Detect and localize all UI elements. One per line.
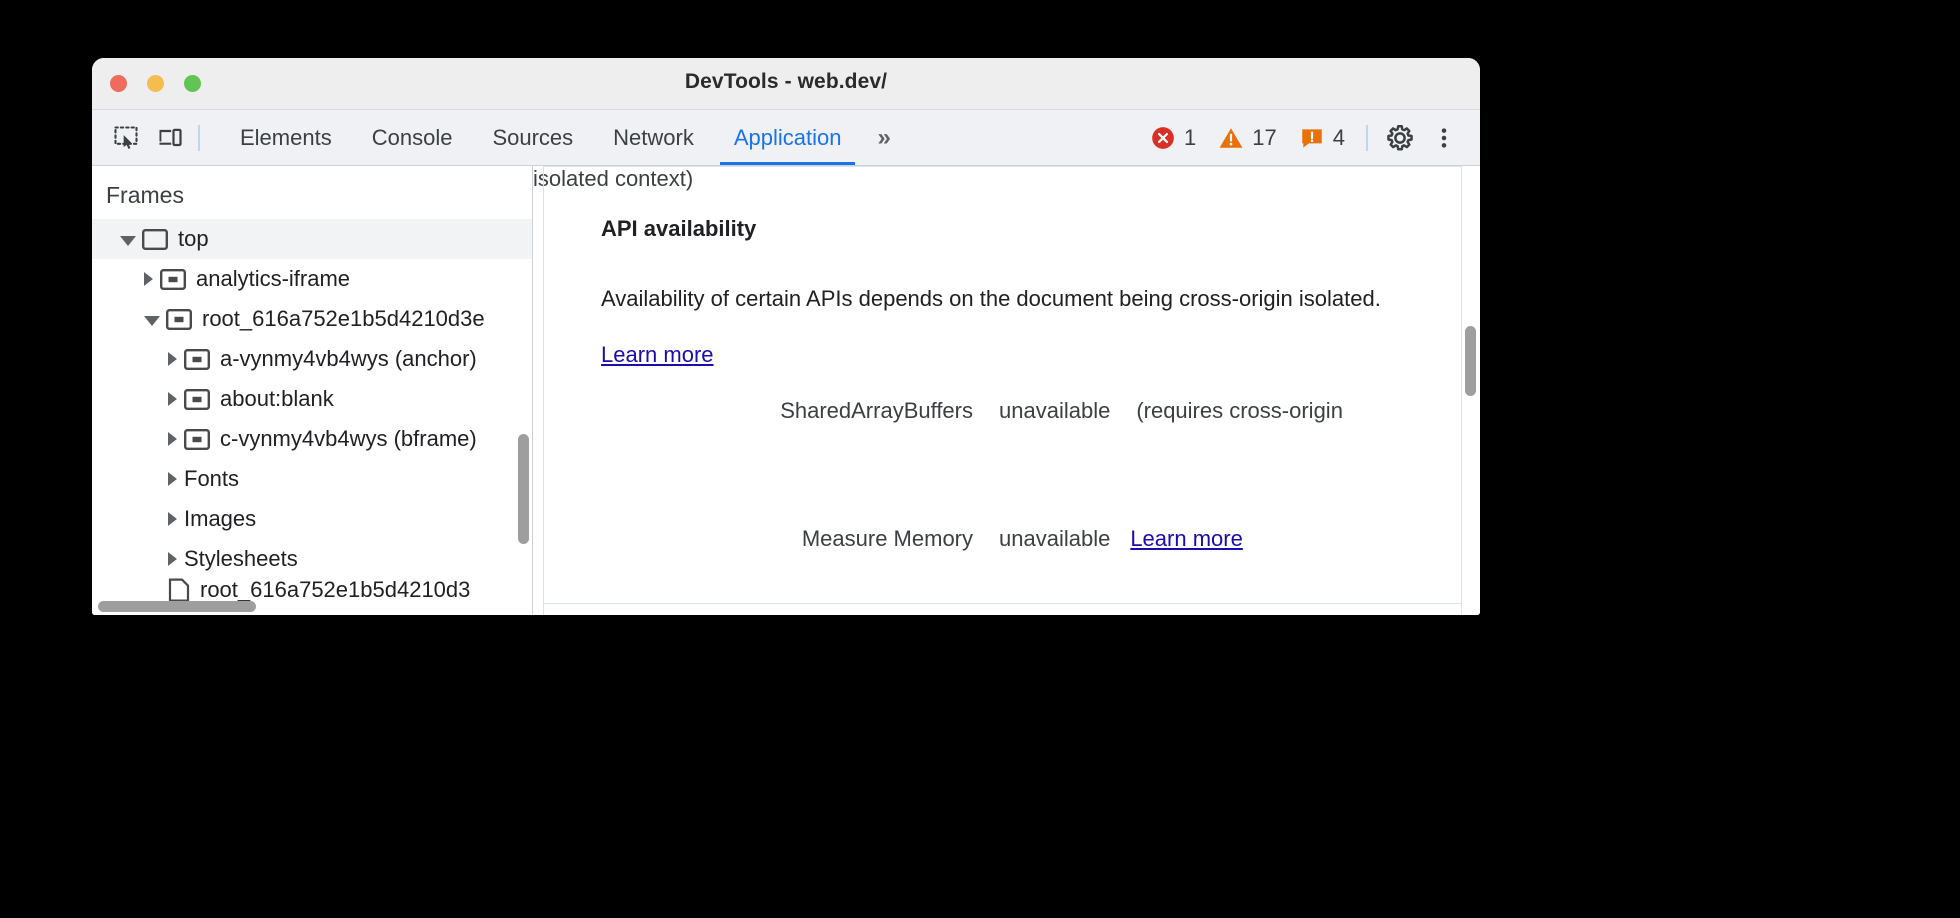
issues-count: 4 [1332,124,1345,150]
api-availability-title: API availability [601,216,757,241]
devtools-body: Frames top analytics-iframe [92,166,1480,615]
error-count: 1 [1184,124,1197,150]
row-measure-memory: Measure Memory unavailable Learn more [533,526,1480,552]
more-tabs-chevron-icon[interactable]: » [877,123,891,151]
sidebar-vertical-scrollbar[interactable] [518,434,529,544]
warning-icon [1219,127,1243,148]
tree-item-clipped[interactable]: root_616a752e1b5d4210d3 [92,577,532,603]
warning-count-button[interactable]: 17 [1207,125,1287,151]
chevron-right-icon[interactable] [144,272,153,286]
frame-icon [160,268,186,290]
tab-application[interactable]: Application [714,110,862,165]
tab-console[interactable]: Console [371,124,453,150]
frame-icon [184,388,210,410]
toolbar-status-group: 1 17 4 [1139,110,1466,165]
frames-tree: top analytics-iframe root_616a752e1b5d42… [92,219,532,579]
tree-item-label: Images [184,506,257,531]
tree-item-root-frame[interactable]: root_616a752e1b5d4210d3e [92,299,532,339]
tree-item-label: top [178,226,209,251]
tree-item-fonts[interactable]: Fonts [92,459,532,499]
toolbar-divider [198,124,200,151]
tree-item-label: about:blank [220,386,334,411]
description-text: Availability of certain APIs depends on … [601,286,1381,311]
row-value: unavailable [999,526,1111,551]
tab-elements[interactable]: Elements [240,124,332,150]
issue-icon [1302,128,1322,148]
row-value: unavailable [999,398,1111,423]
inspect-element-icon[interactable] [104,116,148,160]
device-toolbar-icon[interactable] [148,116,192,160]
gear-icon[interactable] [1378,116,1422,160]
sidebar-horizontal-scrollbar[interactable] [98,601,256,612]
error-icon [1152,126,1174,149]
frame-icon [184,348,210,370]
tree-item-stylesheets[interactable]: Stylesheets [92,539,532,579]
row-shared-array-buffers: SharedArrayBuffers unavailable (requires… [533,398,1480,424]
application-sidebar: Frames top analytics-iframe [92,166,533,615]
tree-item-images[interactable]: Images [92,499,532,539]
api-availability-description: Availability of certain APIs depends on … [601,271,1391,383]
chevron-down-icon[interactable] [120,235,136,246]
section-divider-bottom [543,603,1462,604]
section-divider-top [543,166,1462,167]
tab-sources[interactable]: Sources [492,124,574,150]
chevron-right-icon[interactable] [168,512,177,526]
frame-icon [166,308,192,330]
chevron-right-icon[interactable] [168,552,177,566]
zoom-window-button[interactable] [184,75,201,92]
devtools-window: DevTools - web.dev/ Elements Console Sou… [92,58,1480,615]
window-titlebar: DevTools - web.dev/ [92,58,1480,110]
tree-item-label: root_616a752e1b5d4210d3e [202,306,485,331]
measure-memory-learn-more-link[interactable]: Learn more [1130,526,1243,551]
tree-item-label: analytics-iframe [196,266,351,291]
frames-section-header: Frames [106,182,184,208]
details-card [543,166,1462,615]
row-note: (requires cross-origin [1136,398,1343,423]
row-key: SharedArrayBuffers [780,398,973,423]
minimize-window-button[interactable] [147,75,164,92]
tree-item-label: a-vynmy4vb4wys (anchor) [220,346,477,371]
tree-item-analytics-iframe[interactable]: analytics-iframe [92,259,532,299]
chevron-right-icon[interactable] [168,432,177,446]
main-vertical-scrollbar[interactable] [1465,326,1476,396]
close-window-button[interactable] [110,75,127,92]
learn-more-link[interactable]: Learn more [601,342,714,367]
tab-network[interactable]: Network [613,124,694,150]
warning-count: 17 [1252,124,1277,150]
window-title: DevTools - web.dev/ [684,70,888,93]
document-icon [168,578,190,602]
panel-tabs: Elements Console Sources Network Applica… [220,110,907,165]
frame-details-pane: API availability Availability of certain… [533,166,1480,615]
error-count-button[interactable]: 1 [1139,125,1207,151]
frame-top-icon [142,228,168,250]
chevron-right-icon[interactable] [168,392,177,406]
tree-item-a-anchor[interactable]: a-vynmy4vb4wys (anchor) [92,339,532,379]
tree-item-label: root_616a752e1b5d4210d3 [200,577,471,602]
row-shared-array-buffers-note-cont: isolated context) [533,166,694,191]
chevron-right-icon[interactable] [168,352,177,366]
status-divider [1366,124,1368,151]
tree-item-top[interactable]: top [92,219,532,259]
chevron-down-icon[interactable] [144,315,160,326]
chevron-right-icon[interactable] [168,472,177,486]
issues-count-button[interactable]: 4 [1288,125,1356,151]
devtools-toolbar: Elements Console Sources Network Applica… [92,110,1480,166]
tree-item-label: Stylesheets [184,546,298,571]
tree-item-about-blank[interactable]: about:blank [92,379,532,419]
traffic-lights [110,75,201,92]
tree-item-label: Fonts [184,466,240,491]
tree-item-label: c-vynmy4vb4wys (bframe) [220,426,477,451]
tree-item-c-bframe[interactable]: c-vynmy4vb4wys (bframe) [92,419,532,459]
frame-icon [184,428,210,450]
row-key: Measure Memory [801,526,973,551]
kebab-menu-icon[interactable] [1422,116,1466,160]
